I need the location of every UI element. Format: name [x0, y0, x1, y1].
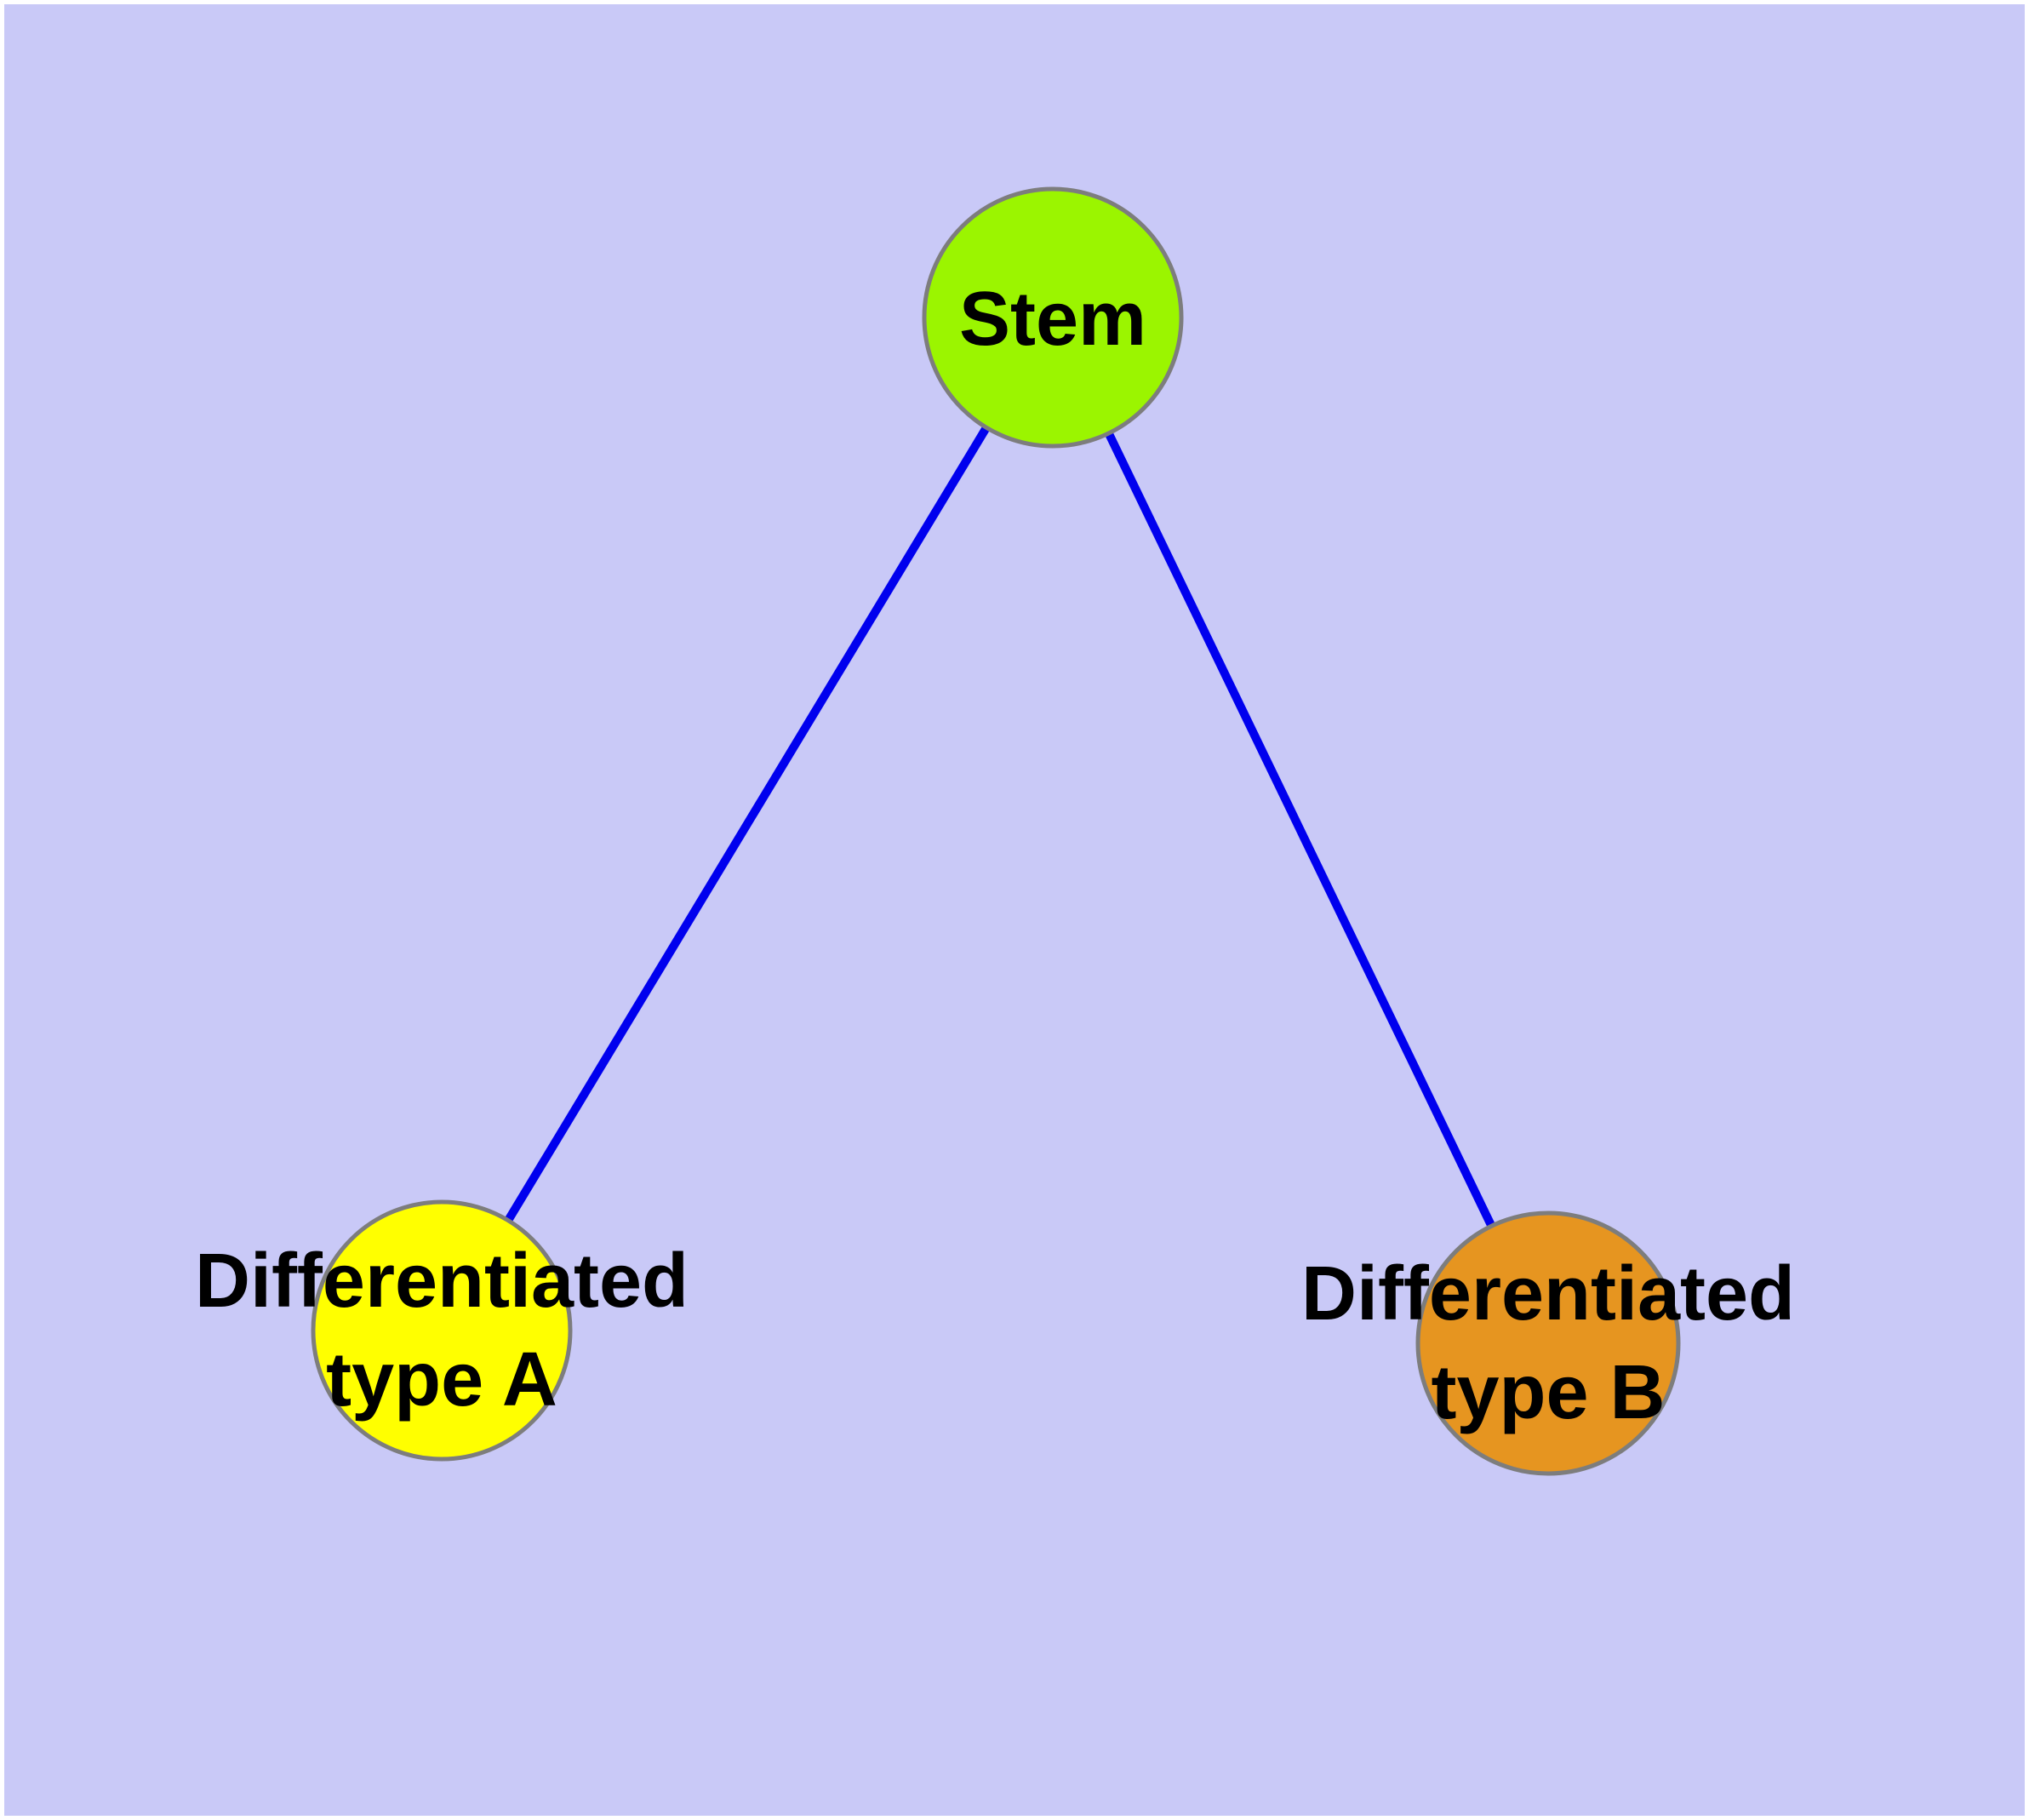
stem-node-circle	[922, 186, 1184, 449]
type-a-label-line1: Differentiated	[195, 1239, 689, 1324]
edge-stem-to-type-a	[437, 315, 1057, 1333]
type-b-label-line2: type B	[1431, 1350, 1665, 1435]
type-b-node-circle	[1415, 1210, 1681, 1476]
type-b-label-line1: Differentiated	[1301, 1251, 1795, 1336]
edge-stem-to-type-b	[1049, 315, 1552, 1346]
type-a-node-circle	[311, 1199, 573, 1462]
stem-node-label: Stem	[959, 277, 1146, 362]
type-a-label-line2: type A	[326, 1337, 557, 1422]
